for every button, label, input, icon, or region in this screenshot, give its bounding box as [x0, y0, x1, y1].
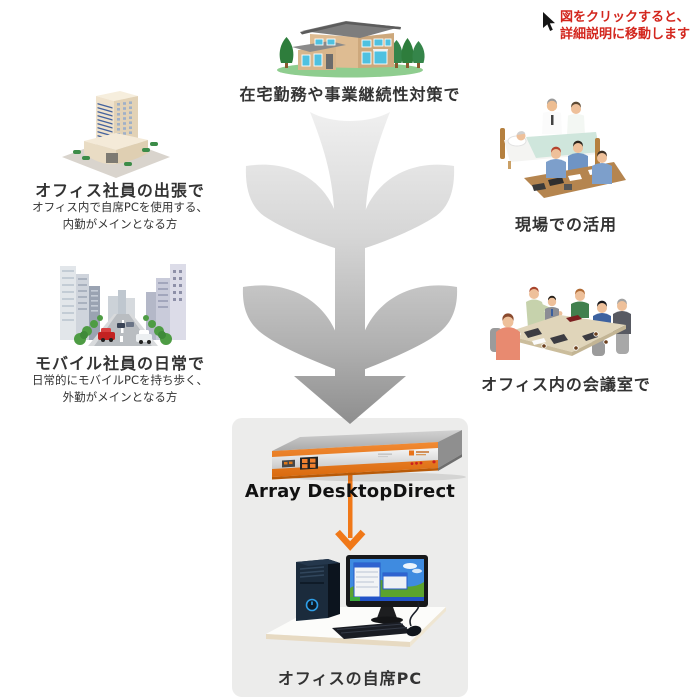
- connection-arrow: [335, 462, 366, 551]
- city-street-illustration: [60, 264, 186, 346]
- scene-mobile-desc-line2: 外勤がメインとなる方: [62, 389, 178, 404]
- office-building-illustration: [62, 91, 170, 178]
- scene-meeting-caption: オフィス内の会議室で: [481, 375, 651, 394]
- scene-mobile-link[interactable]: [60, 262, 186, 346]
- click-note: 図をクリックすると、 詳細説明に移動します: [560, 9, 690, 43]
- pc-figure[interactable]: [262, 550, 448, 655]
- scene-home-link[interactable]: [274, 10, 426, 80]
- pc-label: オフィスの自席PC: [277, 669, 423, 688]
- scene-meeting-link[interactable]: [488, 282, 634, 364]
- scene-field-link[interactable]: [496, 92, 628, 202]
- click-note-line1: 図をクリックすると、: [560, 10, 690, 25]
- scene-field-caption: 現場での活用: [514, 215, 617, 234]
- cursor-icon: [543, 12, 555, 31]
- scene-mobile-title: モバイル社員の日常で: [34, 354, 205, 373]
- appliance-figure[interactable]: [260, 424, 470, 484]
- house-illustration: [277, 21, 425, 78]
- scene-mobile-desc: 日常的にモバイルPCを持ち歩く、 外勤がメインとなる方: [14, 372, 226, 405]
- hospital-bedside-illustration: [500, 98, 626, 198]
- scene-business-trip-desc-line1: オフィス内で自席PCを使用する、: [32, 200, 208, 214]
- meeting-room-illustration: [490, 286, 631, 360]
- desktop-pc-illustration: [266, 555, 446, 647]
- scene-business-trip-desc: オフィス内で自席PCを使用する、 内勤がメインとなる方: [14, 199, 226, 232]
- click-note-line2: 詳細説明に移動します: [560, 27, 691, 42]
- scene-business-trip-desc-line2: 内勤がメインとなる方: [62, 216, 178, 231]
- scene-home-caption: 在宅勤務や事業継続性対策で: [239, 85, 461, 104]
- scene-mobile-desc-line1: 日常的にモバイルPCを持ち歩く、: [32, 373, 208, 387]
- appliance-label: Array DesktopDirect: [244, 481, 456, 502]
- scene-business-trip-link[interactable]: [58, 84, 174, 182]
- scene-business-trip-title: オフィス社員の出張で: [35, 181, 205, 200]
- network-appliance-illustration: [272, 430, 466, 482]
